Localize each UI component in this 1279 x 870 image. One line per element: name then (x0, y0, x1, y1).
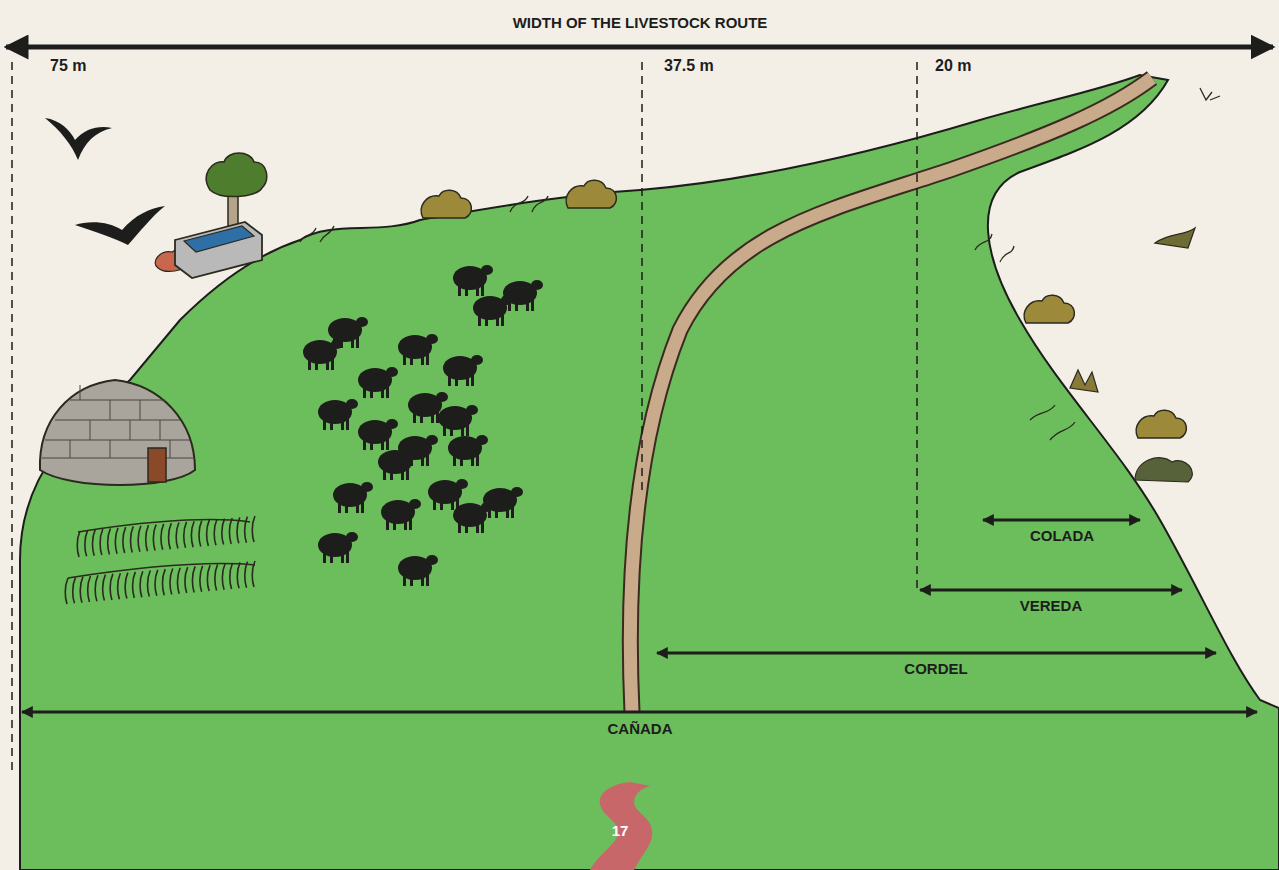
fence-post (88, 576, 91, 602)
fence-post (215, 564, 218, 590)
dimension-label: 20 m (935, 57, 971, 75)
fence-post (191, 521, 194, 547)
fence-post (161, 524, 164, 550)
fence-post (155, 570, 158, 596)
page-number: 17 (612, 822, 629, 839)
fence-post (184, 522, 187, 548)
fence-post (115, 528, 118, 554)
fence-post (146, 525, 149, 551)
page-number-road: 17 (572, 782, 668, 870)
fence-post (73, 577, 76, 603)
fence-post (118, 573, 121, 599)
fence-post (245, 562, 248, 588)
fence-post (200, 566, 203, 592)
fence-post (229, 518, 232, 544)
fence-post (125, 573, 128, 599)
fence-post (222, 564, 225, 590)
route-type-label: VEREDA (1020, 598, 1083, 615)
fence-post (153, 524, 156, 550)
fence-post (214, 519, 217, 545)
fence-post (123, 527, 126, 553)
fence-post (95, 575, 98, 601)
fence-post (245, 517, 248, 543)
fence-post (252, 561, 255, 587)
fence-post (92, 530, 95, 556)
fence-post (108, 528, 111, 554)
fence-post (77, 531, 80, 557)
diagram-title: WIDTH OF THE LIVESTOCK ROUTE (513, 15, 768, 32)
fence-post (207, 520, 210, 546)
fence-post (176, 523, 179, 549)
fence-post (185, 567, 188, 593)
fence-post (80, 577, 83, 603)
fence-post (110, 574, 113, 600)
fence-post (162, 569, 165, 595)
fence-post (192, 566, 195, 592)
dimension-label: 37.5 m (664, 57, 714, 75)
route-type-label: COLADA (1030, 528, 1094, 545)
fence-post (169, 523, 172, 549)
fence-post (148, 571, 151, 597)
fence-post (85, 530, 88, 556)
fence-post (103, 575, 106, 601)
fence-post (207, 565, 210, 591)
fence-post (199, 521, 202, 547)
fence-post (237, 562, 240, 588)
fence-post (138, 526, 141, 552)
fence-post (131, 526, 134, 552)
dimension-label: 75 m (50, 57, 86, 75)
fence-post (177, 568, 180, 594)
fence-post (65, 578, 68, 604)
fence-post (140, 571, 143, 597)
fence-post (230, 563, 233, 589)
fence-post (252, 516, 255, 542)
fence-post (222, 519, 225, 545)
fence-post (133, 572, 136, 598)
fence-post (237, 517, 240, 543)
route-type-label: CORDEL (904, 661, 967, 678)
route-type-label: CAÑADA (608, 721, 673, 738)
fence-post (170, 568, 173, 594)
fence-post (100, 529, 103, 555)
